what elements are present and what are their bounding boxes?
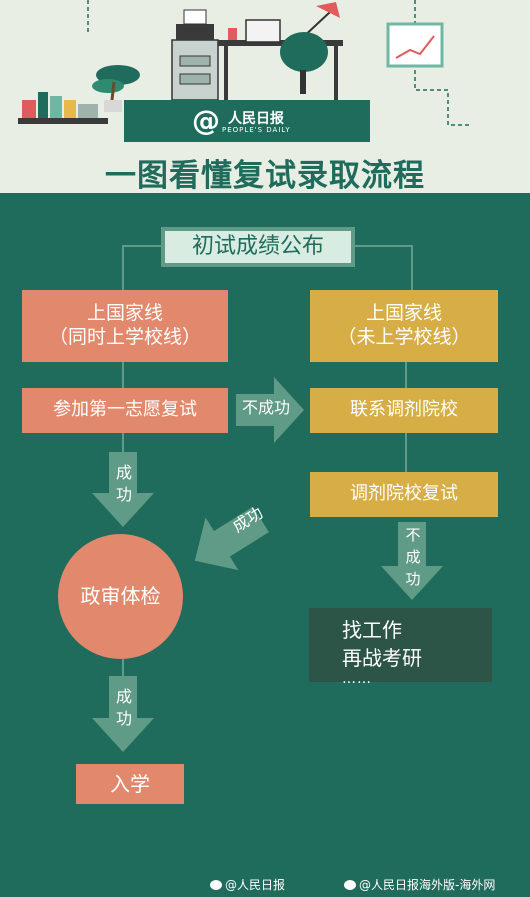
brand-at-symbol: @ [192,104,220,137]
footer-credits: @人民日报 @人民日报海外版-海外网 [0,876,530,897]
announce-box: 初试成绩公布 [161,227,355,267]
weibo-icon [210,880,222,890]
connector-right [355,245,413,290]
label-success-2: 成 功 [112,686,136,731]
credit-people-daily: @人民日报 [210,876,285,893]
enroll-box: 入学 [76,764,184,804]
brand-name: 人民日报 [228,111,284,127]
adjust-school-retest-box: 调剂院校复试 [310,472,498,517]
below-school-line-box: 上国家线 （未上学校线） [310,290,498,362]
connector-left [122,245,161,290]
label-success-2-char-2: 功 [115,709,132,729]
credit-overseas-edition: @人民日报海外版-海外网 [344,876,495,893]
label-fail-down-char-2: 成 [405,547,421,566]
arrow-success-1 [92,452,154,527]
job-line: 找工作 [342,618,402,642]
contact-adjust-school-box: 联系调剂院校 [310,388,498,433]
above-school-line-title: 上国家线 [86,302,163,325]
credit-people-daily-text: @人民日报 [225,878,286,892]
credit-overseas-edition-text: @人民日报海外版-海外网 [359,878,496,892]
first-choice-retest-box: 参加第一志愿复试 [22,388,228,433]
arrow-fail-down [381,522,443,600]
brand-english: PEOPLE'S DAILY [222,126,291,134]
ellipsis: …… [342,671,372,687]
job-or-retry-box: 找工作 再战考研 …… [309,608,492,686]
below-school-line-title: 上国家线 [365,302,442,325]
above-school-line-subtitle: （同时上学校线） [48,326,201,348]
label-success-1-char-1: 成 [115,463,132,482]
label-success-1: 成 功 [112,462,136,507]
label-success-1-char-2: 功 [115,485,132,505]
retry-line: 再战考研 [342,646,422,670]
below-school-line-subtitle: （未上学校线） [337,326,471,348]
arrow-fail-right [236,377,304,443]
label-fail-down: 不 成 功 [403,525,423,590]
weibo-icon [344,880,356,890]
above-school-line-box: 上国家线 （同时上学校线） [22,290,228,362]
label-fail-down-char-3: 功 [405,569,421,588]
political-physical-check-circle: 政审体检 [58,534,183,659]
arrow-success-2 [92,676,154,752]
page-title: 一图看懂复试录取流程 [105,158,425,194]
desk-illustration [18,0,470,126]
label-success-2-char-1: 成 [115,687,132,706]
label-fail-right: 不成功 [241,398,290,417]
label-fail-down-char-1: 不 [405,526,421,544]
header-banner: @ 人民日报 PEOPLE'S DAILY 一图看懂复试录取流程 [0,0,530,194]
brand-logo: @ 人民日报 PEOPLE'S DAILY [124,100,370,142]
arrow-success-diag [194,506,269,571]
